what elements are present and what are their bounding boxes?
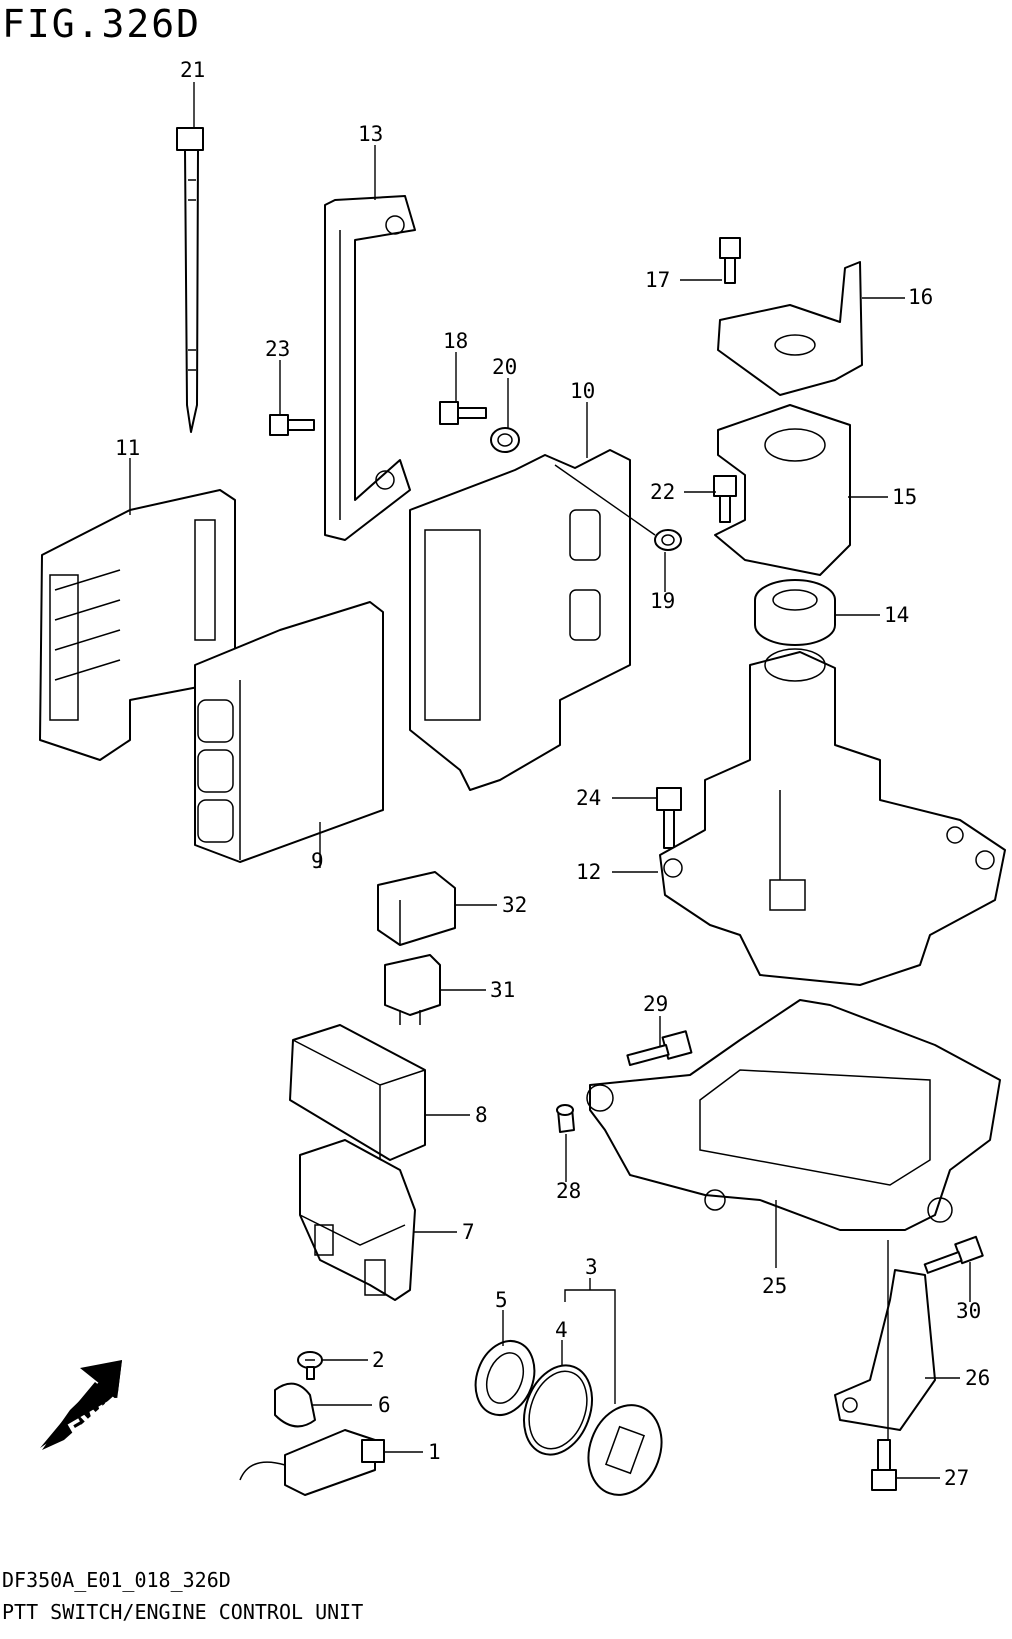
callout-28: 28	[556, 1179, 581, 1203]
part-30-bolt[interactable]	[923, 1235, 984, 1274]
part-18-bolt[interactable]	[439, 401, 487, 425]
callout-4: 4	[555, 1318, 568, 1342]
part-28-collar[interactable]	[556, 1104, 575, 1133]
callout-18: 18	[443, 329, 468, 353]
callout-1: 1	[428, 1440, 441, 1464]
part-26-stay[interactable]	[834, 1269, 936, 1431]
callout-21: 21	[180, 58, 205, 82]
part-19-grommet[interactable]	[654, 529, 682, 551]
part-10-ecu-holder[interactable]	[409, 449, 631, 791]
part-27-bolt[interactable]	[871, 1439, 897, 1491]
callout-16: 16	[908, 285, 933, 309]
callout-25: 25	[762, 1274, 787, 1298]
part-9-engine-control-unit[interactable]	[194, 601, 384, 863]
part-4-o-ring[interactable]	[512, 1356, 604, 1464]
callout-12: 12	[576, 860, 601, 884]
part-1-ptt-switch[interactable]	[239, 1429, 385, 1496]
part-3-grommet[interactable]	[576, 1395, 673, 1505]
part-7-connector[interactable]	[299, 1139, 416, 1301]
part-17-bolt[interactable]	[719, 237, 741, 284]
callout-2: 2	[372, 1348, 385, 1372]
part-15-housing[interactable]	[714, 404, 851, 576]
callout-6: 6	[378, 1393, 391, 1417]
part-14-seal[interactable]	[754, 579, 836, 646]
drawing-caption: PTT SWITCH/ENGINE CONTROL UNIT	[2, 1600, 364, 1624]
callout-23: 23	[265, 337, 290, 361]
callout-29: 29	[643, 992, 668, 1016]
part-23-bolt[interactable]	[269, 414, 315, 436]
part-32-relay[interactable]	[377, 871, 456, 946]
leader-lines	[129, 82, 971, 1479]
part-11-connector-holder[interactable]	[39, 489, 236, 761]
callout-13: 13	[358, 122, 383, 146]
part-6-clamp[interactable]	[274, 1382, 316, 1428]
callout-5: 5	[495, 1288, 508, 1312]
part-31-relay[interactable]	[384, 954, 441, 1025]
callout-8: 8	[475, 1103, 488, 1127]
part-25-mounting-bracket[interactable]	[586, 999, 1001, 1231]
part-21-cable-tie[interactable]	[176, 127, 204, 433]
callout-26: 26	[965, 1366, 990, 1390]
callout-17: 17	[645, 268, 670, 292]
callout-3: 3	[585, 1255, 598, 1279]
callout-9: 9	[311, 849, 324, 873]
part-13-bracket[interactable]	[324, 195, 416, 541]
callout-15: 15	[892, 485, 917, 509]
callout-32: 32	[502, 893, 527, 917]
part-16-plate[interactable]	[717, 261, 863, 396]
drawing-code: DF350A_E01_018_326D	[2, 1568, 231, 1592]
callout-7: 7	[462, 1220, 475, 1244]
callout-numbers: 21 13 23 18 20 10 11 9 19 17 16 22 15 14…	[115, 58, 990, 1490]
part-2-screw[interactable]	[297, 1351, 323, 1380]
figure-title: FIG.326D	[2, 2, 202, 46]
callout-22: 22	[650, 480, 675, 504]
callout-19: 19	[650, 589, 675, 613]
callout-14: 14	[884, 603, 909, 627]
part-5-clip[interactable]	[466, 1333, 545, 1424]
part-8-cover[interactable]	[289, 1024, 426, 1161]
callout-11: 11	[115, 436, 140, 460]
callout-27: 27	[944, 1466, 969, 1490]
part-20-grommet[interactable]	[490, 427, 520, 453]
part-24-bolt[interactable]	[656, 787, 682, 849]
callout-24: 24	[576, 786, 601, 810]
part-22-bolt[interactable]	[713, 475, 737, 523]
callout-20: 20	[492, 355, 517, 379]
part-29-bolt[interactable]	[626, 1030, 693, 1067]
fwd-arrow-icon: FWD	[40, 1360, 132, 1450]
callout-30: 30	[956, 1299, 981, 1323]
part-12-ptt-switch-unit[interactable]	[659, 648, 1006, 986]
callout-10: 10	[570, 379, 595, 403]
callout-31: 31	[490, 978, 515, 1002]
